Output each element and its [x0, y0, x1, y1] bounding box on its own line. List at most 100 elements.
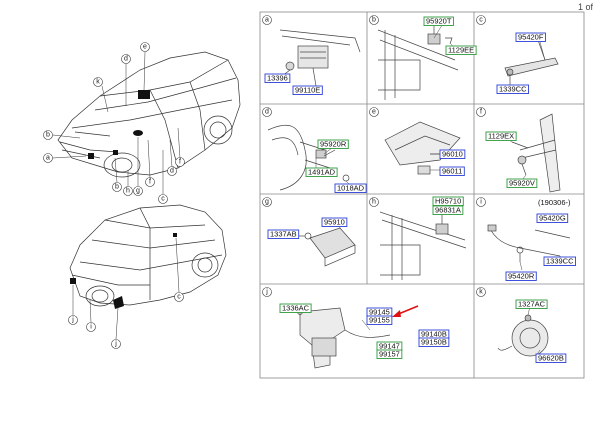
label-box — [515, 299, 548, 309]
label-box — [496, 84, 529, 94]
label-box — [432, 205, 464, 215]
callout-d: d — [124, 56, 128, 63]
part-label-95420F[interactable]: 95420F — [518, 33, 544, 42]
panel-h-letter: h — [372, 199, 376, 206]
panel-i-letter: i — [480, 199, 482, 206]
part-label-99140B[interactable]: 99140B — [421, 330, 447, 339]
label-box — [334, 183, 367, 193]
part-label-1129EE[interactable]: 1129EE — [448, 46, 474, 55]
label-box — [535, 353, 567, 363]
callout-rear-j: j — [71, 317, 74, 324]
callout-f-right: f — [179, 159, 181, 166]
label-box — [321, 217, 348, 227]
part-label-99147[interactable]: 99147 — [379, 342, 400, 351]
part-marker-a — [88, 153, 94, 159]
part-label-99157[interactable]: 99157 — [379, 350, 400, 359]
page-indicator: 1 of — [578, 2, 594, 12]
part-label-95420G[interactable]: 95420G — [539, 214, 566, 223]
panel-j-drawing — [297, 307, 391, 369]
label-box — [543, 256, 576, 266]
part-marker-j — [113, 296, 124, 309]
callout-d-right: d — [170, 168, 174, 175]
label-box — [445, 45, 477, 55]
panel-h-drawing — [379, 211, 467, 280]
part-label-99150B[interactable]: 99150B — [421, 338, 447, 347]
label-box — [432, 196, 464, 206]
part-label-1336AC[interactable]: 1336AC — [282, 304, 310, 313]
panel-k-drawing — [497, 314, 549, 357]
part-label-95920R[interactable]: 95920R — [320, 140, 347, 149]
part-label-95420R[interactable]: 95420R — [508, 272, 535, 281]
part-label-99110E[interactable]: 99110E — [295, 86, 320, 95]
panel-i-note: (190306-) — [538, 198, 571, 207]
callout-b-lower: b — [115, 184, 119, 191]
part-label-95920T[interactable]: 95920T — [426, 17, 452, 26]
callout-rear-j-lower: j — [114, 341, 117, 348]
part-label-1337AB[interactable]: 1337AB — [270, 230, 297, 239]
label-box — [515, 32, 546, 42]
panel-g-drawing — [298, 227, 356, 267]
panel-e-letter: e — [372, 109, 376, 116]
part-label-H95710[interactable]: H95710 — [435, 197, 461, 206]
label-box — [305, 167, 338, 177]
part-marker-g — [133, 130, 143, 136]
panel-a-drawing — [279, 29, 361, 87]
part-label-95920V[interactable]: 95920V — [509, 179, 535, 188]
car-front-callouts — [43, 42, 185, 204]
part-label-96010[interactable]: 96010 — [442, 150, 463, 159]
label-box — [423, 16, 454, 26]
part-labels: 13396 99110E 95920T 1129EE 95420F 1339CC… — [264, 16, 576, 363]
label-box — [264, 73, 291, 83]
label-box — [317, 139, 349, 149]
callout-h: h — [126, 188, 130, 195]
panel-f-letter: f — [480, 109, 482, 116]
label-box — [485, 131, 517, 141]
callout-rear-i: i — [90, 324, 92, 331]
panel-d-drawing — [267, 124, 350, 191]
panel-b-letter: b — [372, 17, 376, 24]
panel-f-drawing — [511, 113, 561, 193]
part-marker-i — [70, 278, 76, 284]
label-box — [292, 85, 323, 95]
label-box — [366, 315, 393, 325]
callout-e: e — [143, 44, 147, 51]
label-box — [505, 271, 537, 281]
panel-j-letter: j — [265, 289, 268, 296]
label-box — [506, 178, 538, 188]
part-label-99145[interactable]: 99145 — [369, 308, 390, 317]
car-rear-callouts — [68, 292, 184, 349]
car-rear-view — [69, 204, 227, 307]
part-label-1129EX[interactable]: 1129EX — [488, 132, 514, 141]
part-label-13396[interactable]: 13396 — [267, 74, 288, 83]
panel-a-letter: a — [265, 17, 269, 24]
panel-k-letter: k — [479, 289, 483, 296]
parts-grid — [259, 11, 585, 379]
part-label-1018AD[interactable]: 1018AD — [337, 184, 365, 193]
panel-i-drawing — [487, 224, 571, 262]
part-label-96831A[interactable]: 96831A — [435, 206, 461, 215]
callout-c: c — [161, 196, 165, 203]
part-label-95910[interactable]: 95910 — [324, 218, 345, 227]
label-box — [536, 213, 569, 223]
part-marker-e — [138, 90, 150, 99]
part-label-96620B[interactable]: 96620B — [538, 354, 564, 363]
panel-c-drawing — [504, 39, 559, 85]
label-box — [439, 149, 466, 159]
callout-a: a — [46, 155, 50, 162]
part-marker-h — [113, 150, 118, 155]
part-label-1339CC[interactable]: 1339CC — [499, 85, 527, 94]
callout-b: b — [46, 132, 50, 139]
callout-rear-c: c — [177, 294, 181, 301]
part-label-1491AD[interactable]: 1491AD — [308, 168, 336, 177]
label-box — [267, 229, 300, 239]
callout-f: f — [149, 179, 151, 186]
part-marker-c — [173, 233, 177, 237]
panel-g-letter: g — [265, 199, 269, 206]
callout-g: g — [136, 188, 140, 195]
part-label-1339CC-i[interactable]: 1339CC — [546, 257, 574, 266]
part-label-1327AC[interactable]: 1327AC — [518, 300, 546, 309]
part-label-99155[interactable]: 99155 — [369, 316, 390, 325]
part-label-96011[interactable]: 96011 — [442, 167, 462, 176]
label-box — [376, 349, 403, 359]
